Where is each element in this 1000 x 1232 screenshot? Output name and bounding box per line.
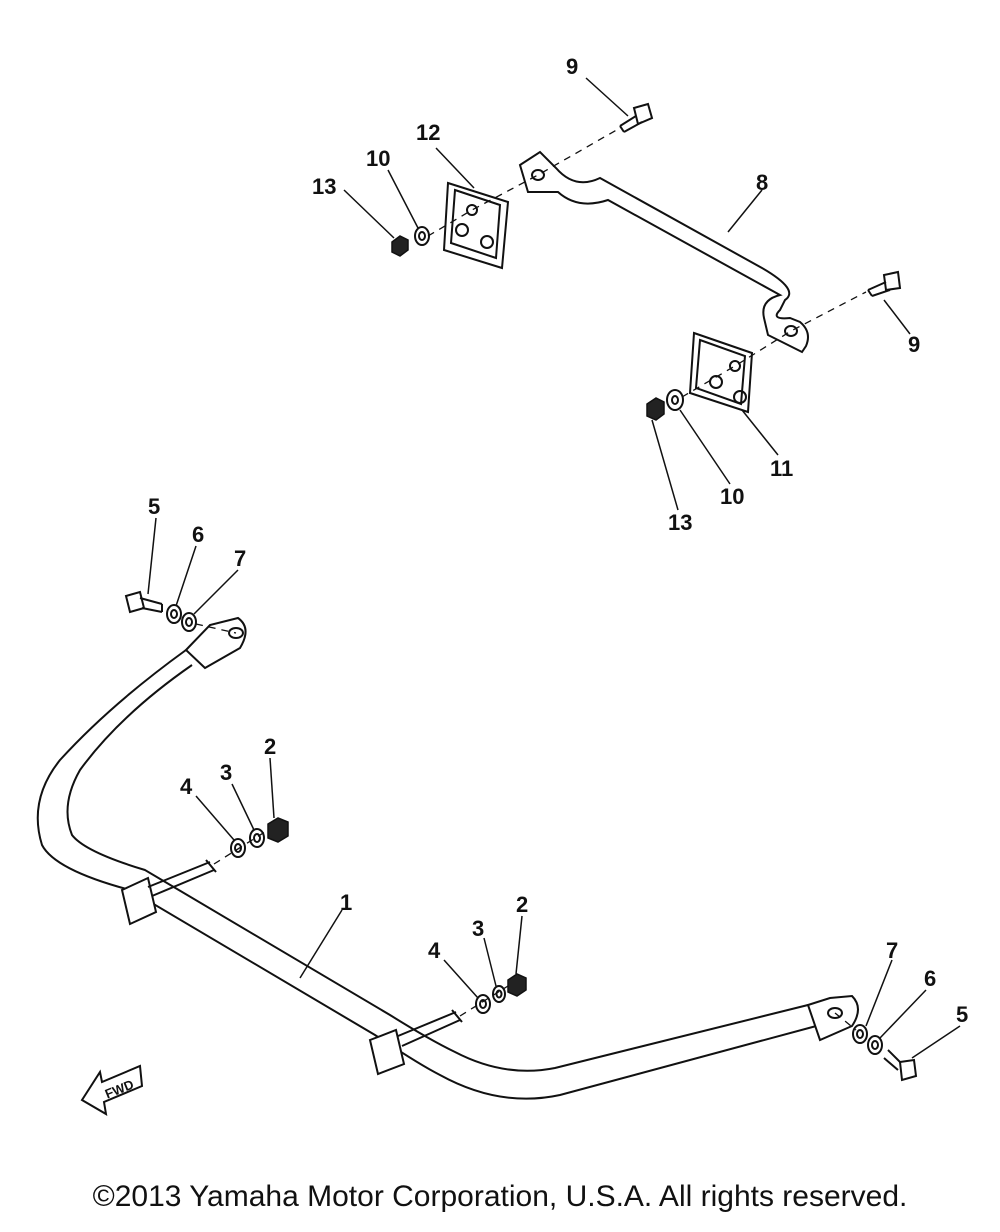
callout-1: 1 [340,890,352,915]
plate-11 [688,331,754,414]
callout-6-right: 6 [924,966,936,991]
callout-10-upper: 10 [366,146,390,171]
nut-2-right [507,973,527,997]
stud-left [147,859,217,897]
callout-3-right: 3 [472,916,484,941]
washer-6-right [867,1035,883,1055]
callout-13-lower: 13 [668,510,692,535]
nut-13-upper [391,235,409,257]
callout-8: 8 [756,170,768,195]
callout-5-left: 5 [148,494,160,519]
nut-2-left [267,817,289,843]
callout-9-right: 9 [908,332,920,357]
washer-10-lower [666,389,684,411]
washer-7-left [181,612,197,632]
copyright-notice: ©2013 Yamaha Motor Corporation, U.S.A. A… [92,1180,908,1213]
callout-11: 11 [770,456,793,481]
callout-7-left: 7 [234,546,246,571]
callout-13-upper: 13 [312,174,336,199]
washer-4-left [230,838,246,858]
bolt-5-left [124,590,163,614]
fwd-arrow-icon: FWD [80,1064,144,1116]
callout-6-left: 6 [192,522,204,547]
callout-2-right: 2 [516,892,528,917]
callout-7-right: 7 [886,938,898,963]
callout-4-right: 4 [428,938,441,963]
nut-13-lower [646,397,665,421]
callout-10-lower: 10 [720,484,744,509]
bolt-9-upper [619,102,654,133]
stud-right [397,1009,463,1047]
washer-7-right [852,1024,868,1044]
callout-9-top: 9 [566,54,578,79]
bolt-9-right [867,270,902,297]
upper-bracket-bar [518,150,809,354]
bolt-5-right [883,1049,918,1082]
callout-3-left: 3 [220,760,232,785]
parts-diagram: 9 12 10 13 8 9 11 10 13 5 6 7 2 3 4 1 2 … [36,54,968,1116]
main-bumper-bar [36,616,859,1100]
callout-5-right: 5 [956,1002,968,1027]
plate-12 [442,181,510,270]
callout-12: 12 [416,120,440,145]
callout-2-left: 2 [264,734,276,759]
callout-4-left: 4 [180,774,193,799]
washer-3-left [249,828,265,848]
washer-10-upper [414,226,430,246]
washer-6-left [166,604,182,624]
washer-3-right [492,985,506,1003]
